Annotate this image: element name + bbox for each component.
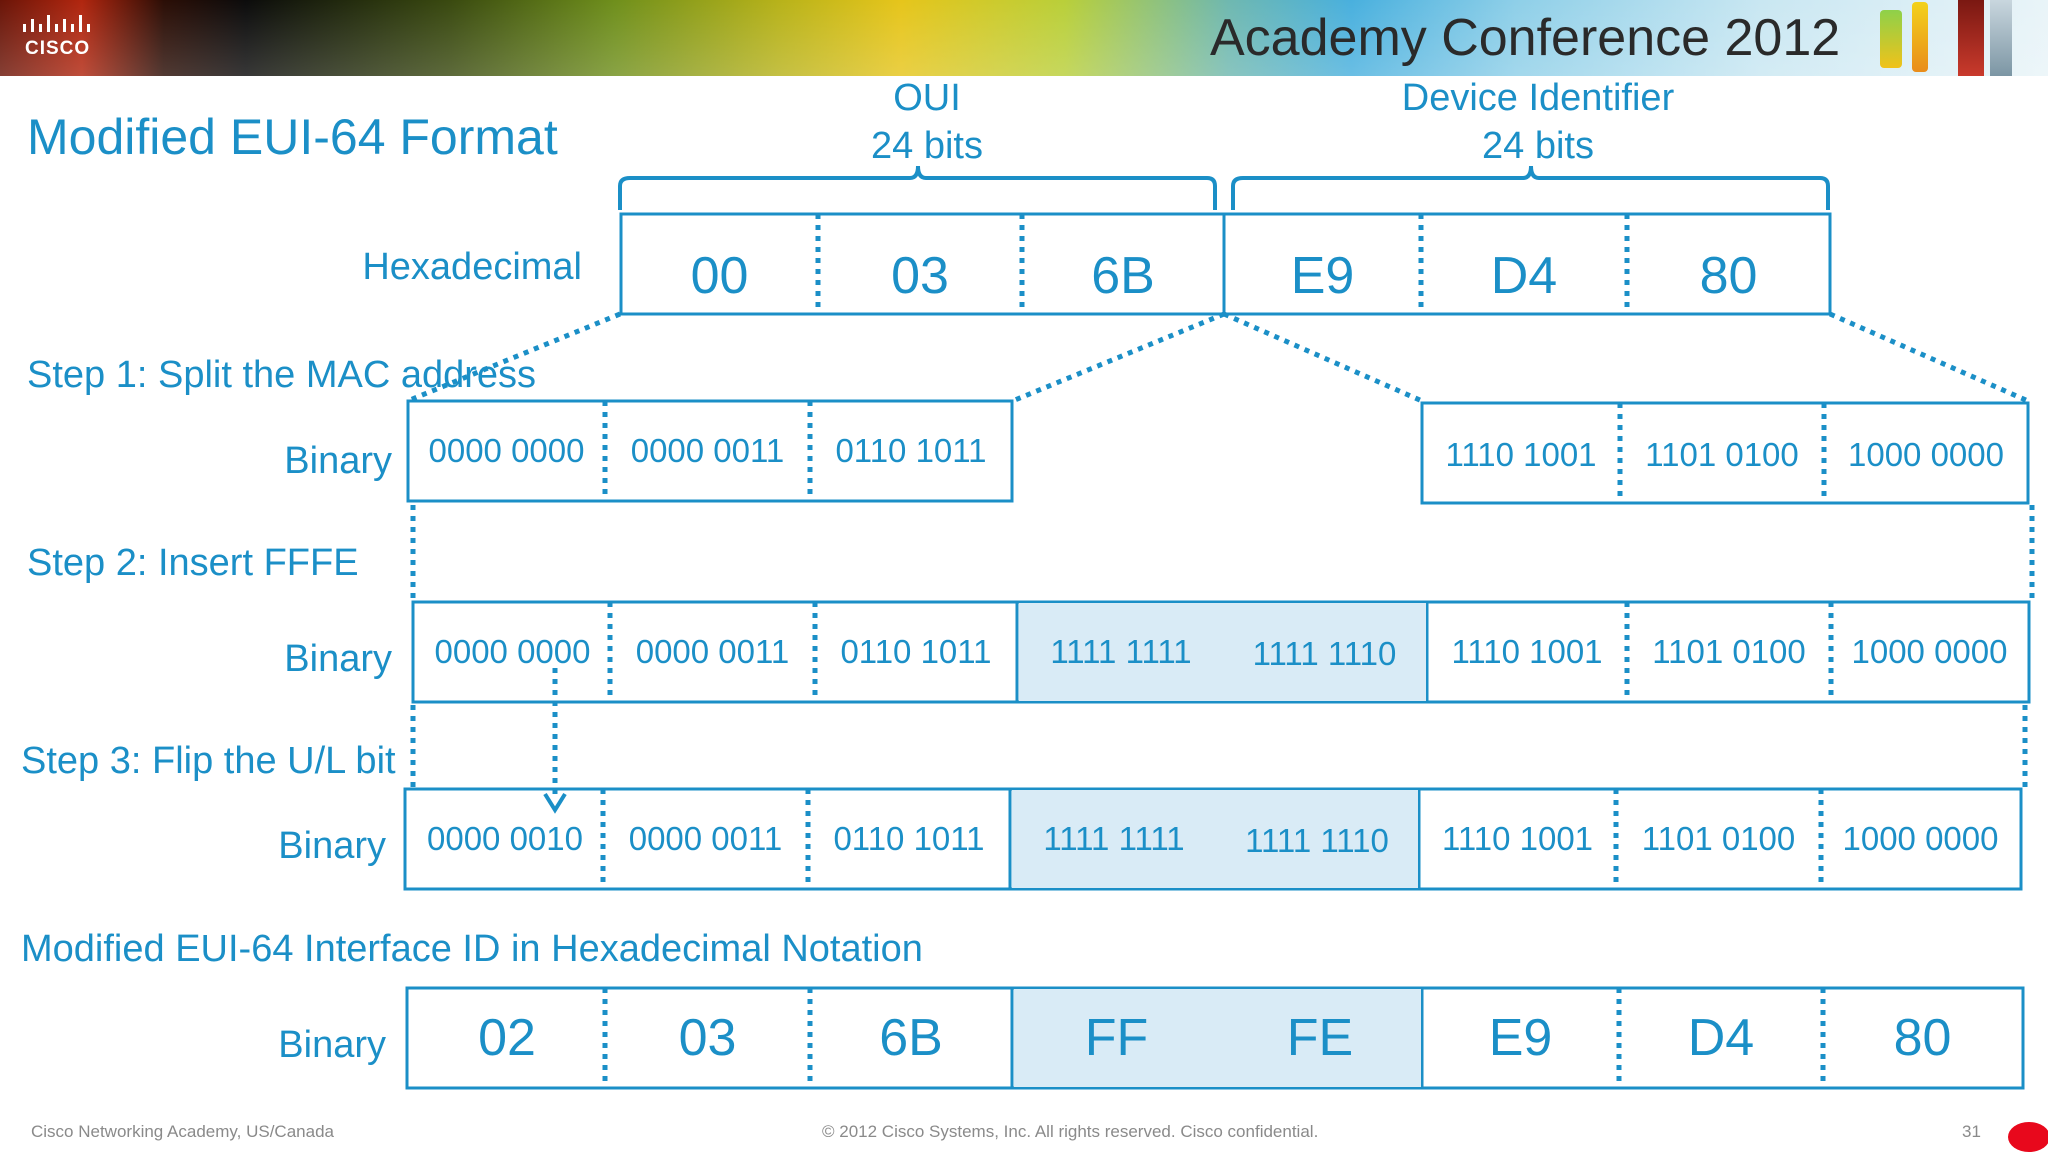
device-id-brace: [1231, 165, 1830, 210]
interface-id-cell: D4: [1687, 1009, 1755, 1067]
hex-cell: 03: [891, 247, 949, 305]
decor-bar: [1990, 0, 2012, 76]
decor-bar: [1912, 2, 1928, 72]
device-id-header: Device Identifier 24 bits: [1338, 74, 1738, 170]
oui-label: OUI: [893, 77, 961, 119]
fffe-cell: 1111 1111: [1019, 603, 1223, 701]
step2-row-label: Binary: [284, 638, 392, 680]
hex-cell: D4: [1490, 247, 1558, 305]
step2-label: Step 2: Insert FFFE: [27, 542, 359, 584]
interface-id-cell: 02: [478, 1009, 536, 1067]
binary-cell: 1101 0100: [1645, 436, 1799, 473]
footer-copyright: © 2012 Cisco Systems, Inc. All rights re…: [822, 1122, 1319, 1141]
device-id-label: Device Identifier: [1401, 77, 1675, 119]
oui-header: OUI 24 bits: [807, 74, 1047, 170]
binary-cell: 1000 0000: [1842, 820, 1999, 857]
hex-cell: 6B: [1091, 247, 1155, 305]
page-number: 31: [1962, 1122, 1981, 1141]
binary-cell: 0110 1011: [835, 432, 987, 469]
binary-cell: 1110 1001: [1445, 436, 1597, 473]
step1-row-label: Binary: [284, 440, 392, 482]
hex-row-label: Hexadecimal: [362, 246, 582, 288]
flip-arrow-head: [543, 792, 567, 814]
header-banner: [0, 0, 2048, 76]
interface-id-caption: Modified EUI-64 Interface ID in Hexadeci…: [21, 928, 923, 970]
step1-left-box: [406, 399, 1014, 503]
interface-id-cell: 03: [678, 1009, 737, 1067]
interface-id-cell: E9: [1488, 1009, 1553, 1067]
hex-cell: 80: [1699, 247, 1758, 305]
binary-cell: 0000 0000: [434, 633, 591, 670]
step1-right-box: [1420, 401, 2030, 505]
binary-cell: 0000 0011: [635, 633, 790, 670]
binary-cell: 0000 0011: [628, 820, 783, 857]
fffe-cell: 1111 1110: [1223, 603, 1426, 701]
step3-label: Step 3: Flip the U/L bit: [21, 740, 396, 782]
decor-bar: [1958, 0, 1984, 76]
conference-title: Academy Conference 2012: [1210, 9, 1841, 67]
final-row-box: [405, 986, 2025, 1090]
hex-cell: 00: [690, 247, 749, 305]
final-row-label: Binary: [278, 1024, 386, 1066]
hex-cell: E9: [1290, 247, 1355, 305]
header-banner-fade: [0, 0, 2048, 76]
flipped-bit-cell: 0000 0010: [427, 820, 583, 857]
binary-cell: 0000 0011: [630, 432, 785, 469]
cisco-logo-text: CISCO: [25, 38, 91, 59]
footer-left: Cisco Networking Academy, US/Canada: [31, 1122, 334, 1141]
cisco-logo: CISCO: [22, 14, 102, 62]
interface-id-cell-fffe: FE: [1219, 989, 1421, 1087]
binary-cell: 1000 0000: [1848, 436, 2004, 473]
step1-label: Step 1: Split the MAC address: [27, 354, 537, 396]
slide-title: Modified EUI-64 Format: [27, 109, 558, 165]
fffe-cell: 1111 1110: [1216, 790, 1418, 888]
binary-cell: 1110 1001: [1451, 633, 1603, 670]
binary-cell: 0110 1011: [840, 633, 992, 670]
step3-row-box: [403, 787, 2023, 891]
binary-cell: 0000 0000: [428, 432, 585, 469]
decor-bar: [1880, 10, 1902, 68]
binary-cell: 1000 0000: [1851, 633, 2008, 670]
oui-brace: [618, 165, 1217, 210]
interface-id-cell: 80: [1893, 1009, 1952, 1067]
pointer-dot: [2008, 1122, 2048, 1152]
device-id-bits-label: 24 bits: [1482, 125, 1594, 167]
step3-row-label: Binary: [278, 825, 386, 867]
interface-id-cell-fffe: FF: [1014, 989, 1219, 1087]
interface-id-cell: 6B: [879, 1009, 943, 1067]
binary-cell: 1101 0100: [1652, 633, 1806, 670]
cisco-bridge-icon: [23, 15, 90, 32]
fffe-cell: 1111 1111: [1012, 790, 1216, 888]
oui-bits-label: 24 bits: [871, 125, 983, 167]
binary-cell: 0110 1011: [833, 820, 985, 857]
binary-cell: 1110 1001: [1441, 820, 1594, 857]
binary-cell: 1101 0100: [1641, 820, 1796, 857]
